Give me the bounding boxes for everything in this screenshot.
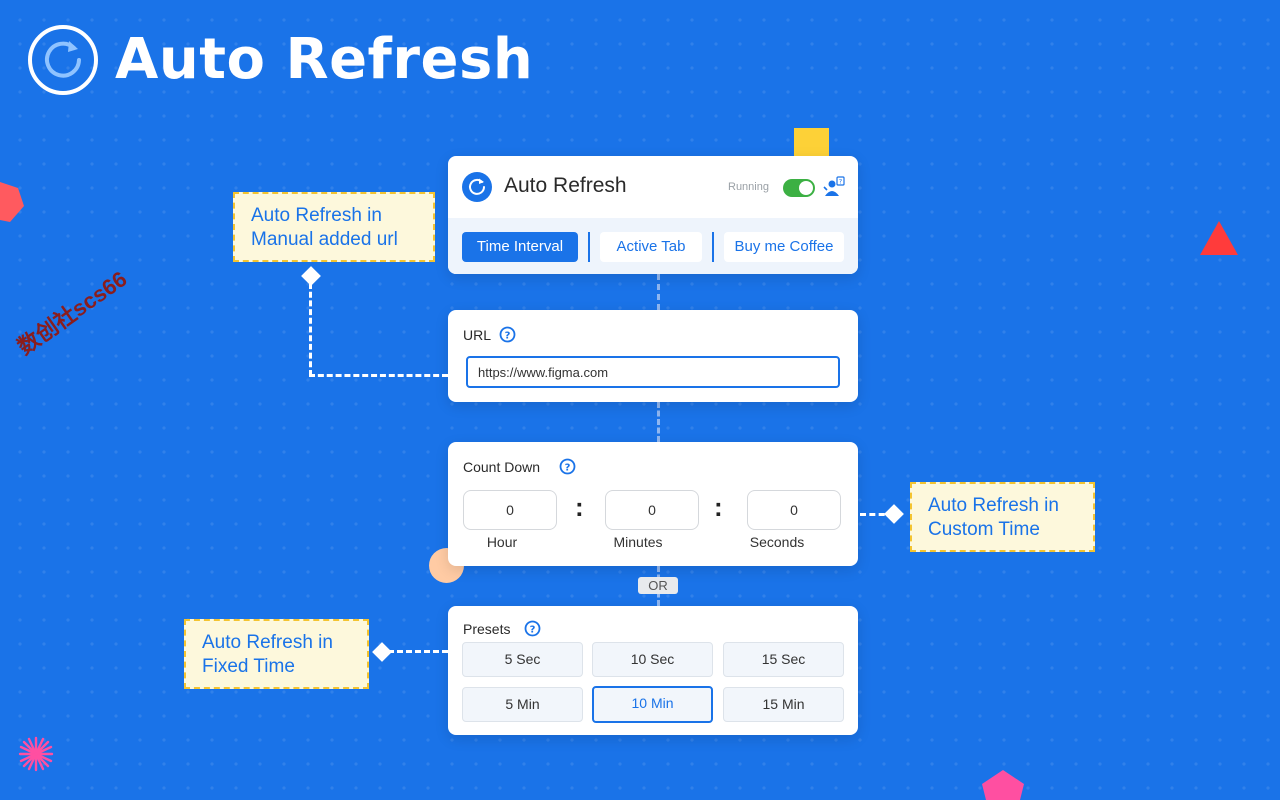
time-separator: : <box>714 492 723 522</box>
status-label: Running <box>728 181 769 193</box>
pink-starburst-decoration <box>18 736 54 772</box>
presets-label: Presets <box>463 621 511 637</box>
tab-time-interval[interactable]: Time Interval <box>462 232 578 262</box>
callout-line: Auto Refresh in <box>251 205 382 226</box>
presets-card: Presets ? 5 Sec 10 Sec 15 Sec 5 Min 10 M… <box>448 606 858 735</box>
connector-line <box>309 374 448 377</box>
connector-line <box>657 402 660 442</box>
connector-line <box>860 513 894 516</box>
countdown-label: Count Down <box>463 459 541 475</box>
connector-diamond <box>301 266 321 286</box>
popup-title: Auto Refresh <box>504 174 627 197</box>
connector-diamond <box>884 504 904 524</box>
preset-15-sec[interactable]: 15 Sec <box>723 642 844 677</box>
tab-separator <box>712 232 714 262</box>
red-triangle-decoration <box>1200 221 1238 255</box>
running-toggle[interactable] <box>783 179 815 197</box>
callout-line: Fixed Time <box>202 656 295 677</box>
user-help-icon[interactable]: ? <box>823 176 845 198</box>
app-refresh-icon <box>462 172 492 202</box>
red-pentagon-decoration <box>0 182 24 222</box>
tab-buy-me-coffee[interactable]: Buy me Coffee <box>724 232 844 262</box>
connector-diamond <box>372 642 392 662</box>
hour-label: Hour <box>486 534 518 550</box>
preset-5-sec[interactable]: 5 Sec <box>462 642 583 677</box>
popup-header: Auto Refresh Running ? <box>448 156 858 218</box>
pink-pentagon-decoration <box>982 770 1024 800</box>
minutes-input[interactable] <box>605 490 699 530</box>
url-card: URL ? <box>448 310 858 402</box>
hero-title: Auto Refresh <box>115 27 534 92</box>
seconds-label: Seconds <box>749 534 805 550</box>
countdown-card: Count Down ? : : Hour Minutes Seconds <box>448 442 858 566</box>
callout-line: Custom Time <box>928 519 1040 540</box>
question-circle-icon[interactable]: ? <box>524 620 541 637</box>
question-circle-icon[interactable]: ? <box>499 326 516 343</box>
tab-separator <box>588 232 590 262</box>
callout-line: Manual added url <box>251 229 398 250</box>
callout-custom-time: Auto Refresh in Custom Time <box>910 482 1095 552</box>
time-separator: : <box>575 492 584 522</box>
callout-manual-url: Auto Refresh in Manual added url <box>233 192 435 262</box>
callout-line: Auto Refresh in <box>202 632 333 653</box>
connector-line <box>309 283 312 376</box>
hour-input[interactable] <box>463 490 557 530</box>
or-divider: OR <box>638 577 678 594</box>
connector-line <box>657 274 660 310</box>
url-label: URL <box>463 327 492 343</box>
svg-text:?: ? <box>530 625 536 636</box>
seconds-input[interactable] <box>747 490 841 530</box>
toggle-knob <box>799 181 813 195</box>
svg-text:?: ? <box>565 463 571 474</box>
preset-10-min[interactable]: 10 Min <box>592 686 713 723</box>
tab-bar: Time Interval Active Tab Buy me Coffee <box>448 218 858 274</box>
question-circle-icon[interactable]: ? <box>559 458 576 475</box>
popup-header-card: Auto Refresh Running ? Time Interval Act… <box>448 156 858 274</box>
hero-refresh-icon <box>28 25 98 95</box>
connector-line <box>388 650 448 653</box>
callout-fixed-time: Auto Refresh in Fixed Time <box>184 619 369 689</box>
svg-text:?: ? <box>839 178 842 186</box>
preset-15-min[interactable]: 15 Min <box>723 687 844 722</box>
watermark-text: 数创社scs66 <box>12 266 132 360</box>
preset-5-min[interactable]: 5 Min <box>462 687 583 722</box>
callout-line: Auto Refresh in <box>928 495 1059 516</box>
svg-text:?: ? <box>505 331 511 342</box>
minutes-label: Minutes <box>613 534 663 550</box>
preset-10-sec[interactable]: 10 Sec <box>592 642 713 677</box>
tab-active-tab[interactable]: Active Tab <box>600 232 702 262</box>
url-input[interactable] <box>466 356 840 388</box>
